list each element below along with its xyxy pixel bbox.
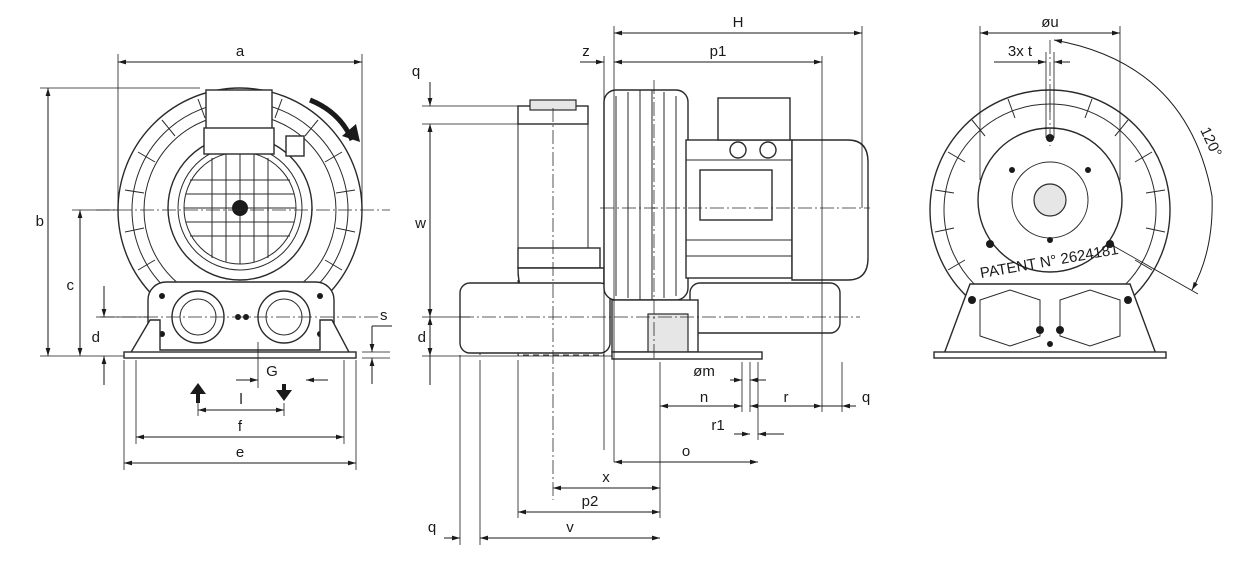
- rear-view: PATENT N° 2624181: [929, 40, 1171, 359]
- dim-label-3x-t: 3x t: [1008, 43, 1033, 60]
- dim-label-r1: r1: [711, 417, 724, 434]
- dim-label-p1: p1: [710, 43, 727, 60]
- dim-label-om: øm: [693, 363, 715, 380]
- terminal-box-icon: [203, 127, 275, 155]
- front-fins: [124, 92, 356, 271]
- dim-label-H: H: [733, 14, 744, 31]
- front-top-flange: [205, 89, 273, 131]
- dim-label-x: x: [602, 469, 610, 486]
- dim-label-z: z: [582, 43, 590, 60]
- side-view: [459, 80, 870, 500]
- dim-label-r: r: [784, 389, 789, 406]
- dim-label-b: b: [36, 213, 44, 230]
- side-base-plate: [611, 351, 763, 360]
- front-base-frame: [128, 319, 352, 355]
- front-dimensions: a b c d s G l f e: [36, 43, 392, 470]
- dim-label-v: v: [566, 519, 574, 536]
- dim-label-c: c: [67, 277, 75, 294]
- lower-silencer-right: [689, 282, 841, 334]
- motor-end-cap: [791, 139, 869, 281]
- dim-label-d-side: d: [418, 329, 426, 346]
- inlet-arrow-icon: [190, 383, 206, 403]
- dim-label-d-front: d: [92, 329, 100, 346]
- side-dimensions: H p1 z q w d øm n r q r1: [412, 14, 870, 545]
- dim-label-l: l: [239, 391, 242, 408]
- dim-label-o: o: [682, 443, 690, 460]
- dim-label-ou: øu: [1041, 14, 1059, 31]
- rear-base-plate: [933, 351, 1167, 359]
- front-base-plate: [123, 351, 357, 359]
- dim-label-n: n: [700, 389, 708, 406]
- dim-label-G: G: [266, 363, 278, 380]
- outlet-arrow-icon: [276, 384, 292, 401]
- dim-label-e: e: [236, 444, 244, 461]
- dim-label-f: f: [238, 418, 243, 435]
- dim-label-s: s: [380, 307, 388, 324]
- silencer-tube-hidden: [517, 120, 604, 356]
- side-blower-housing: [603, 89, 689, 301]
- motor-nameplate: [699, 169, 773, 221]
- dim-label-q-right: q: [862, 389, 870, 406]
- dim-label-a: a: [236, 43, 245, 60]
- dim-label-w: w: [414, 215, 426, 232]
- fan-grille-icon: [183, 151, 297, 265]
- dim-label-p2: p2: [582, 493, 599, 510]
- lower-silencer-left: [459, 282, 611, 354]
- dim-label-q-bottom: q: [428, 519, 436, 536]
- front-view: [96, 87, 390, 403]
- terminal-box-side: [717, 97, 791, 141]
- dim-label-q-top: q: [412, 63, 420, 80]
